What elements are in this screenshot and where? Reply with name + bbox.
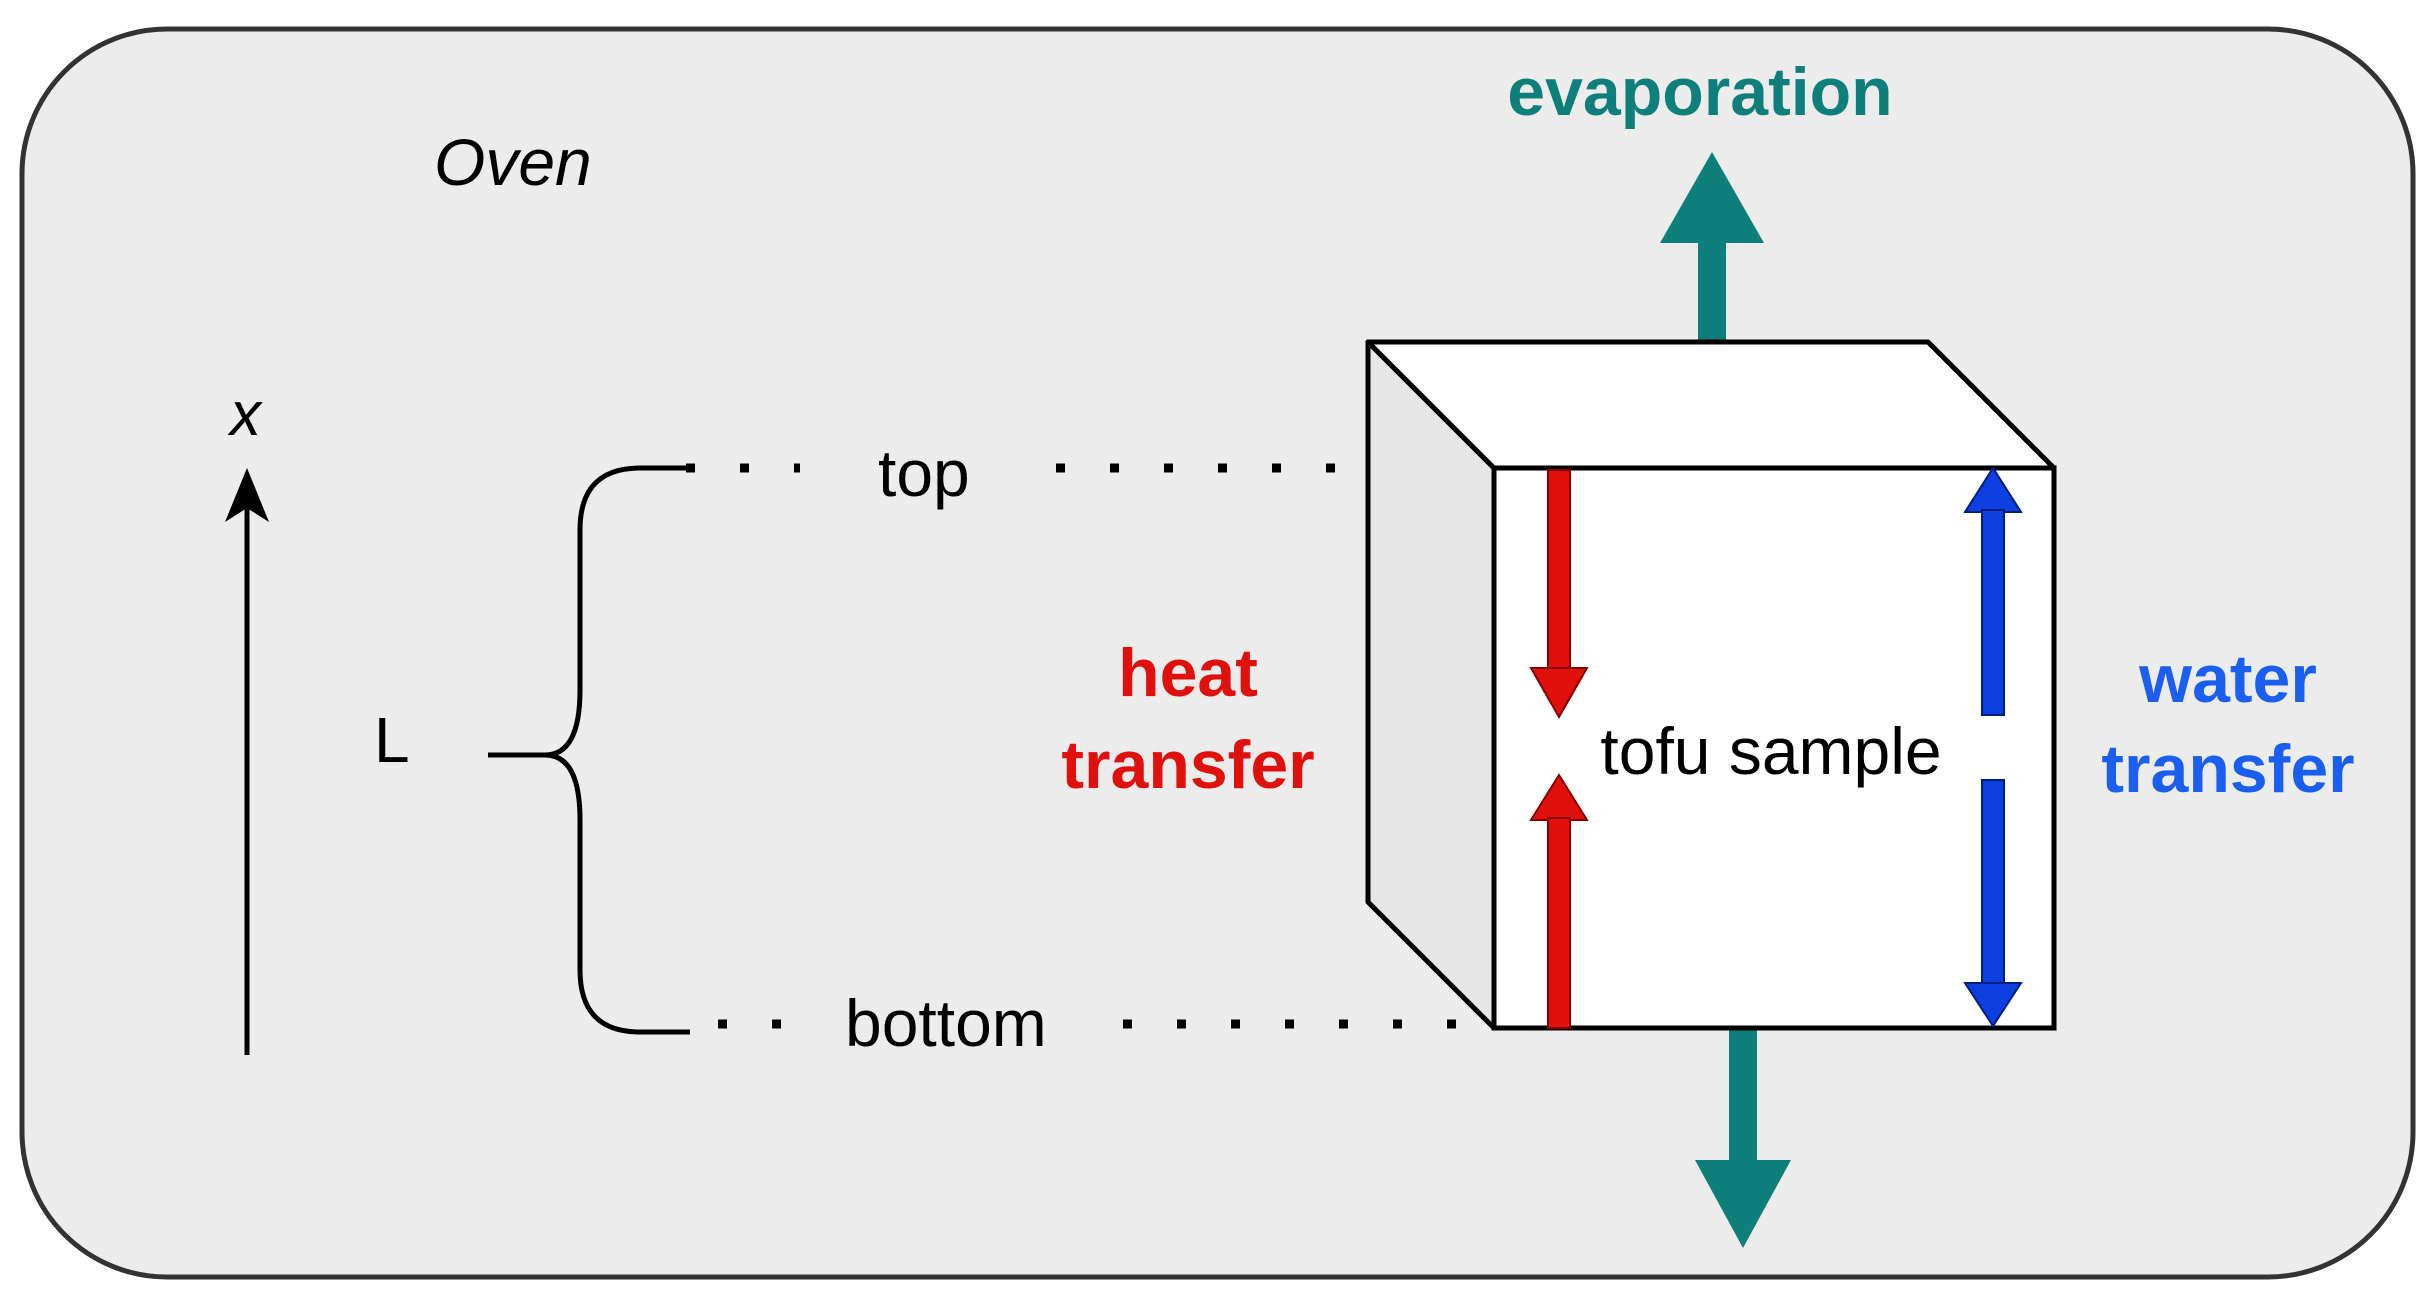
cube-front-face [1491, 465, 2057, 1031]
length-brace [488, 465, 690, 1035]
evaporation-label: evaporation [1507, 54, 1892, 130]
bottom-label: bottom [845, 986, 1047, 1060]
evaporation-down-shaft [1729, 1028, 1757, 1168]
water-transfer-label-line2: transfer [2101, 731, 2354, 807]
water-arrow-up [1963, 466, 2023, 716]
top-label: top [878, 436, 970, 510]
evaporation-up-arrowhead [1660, 152, 1764, 243]
evaporation-down-arrowhead [1695, 1160, 1791, 1248]
water-transfer-label-line1: water [2138, 641, 2317, 717]
heat-arrow-down [1529, 469, 1589, 720]
length-label: L [374, 704, 410, 776]
heat-transfer-label-line2: transfer [1061, 727, 1314, 803]
water-arrow-down [1963, 779, 2023, 1028]
heat-arrow-up [1529, 773, 1589, 1029]
oven-label: Oven [434, 125, 592, 199]
x-axis-arrowhead [225, 468, 269, 522]
tofu-sample-label: tofu sample [1600, 714, 1941, 788]
x-axis-label: x [227, 380, 263, 449]
heat-transfer-label-line1: heat [1118, 635, 1258, 711]
